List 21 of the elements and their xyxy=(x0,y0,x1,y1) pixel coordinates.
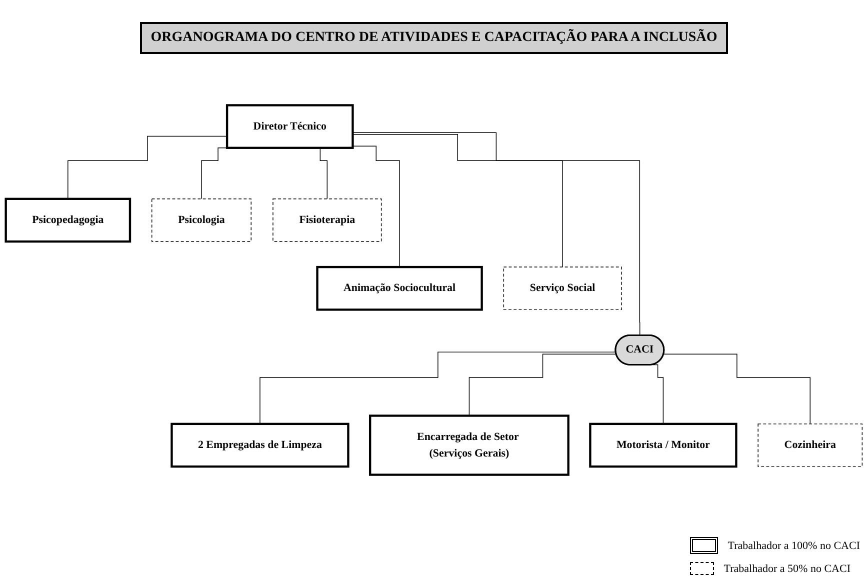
node-box: Motorista / Monitor xyxy=(589,422,738,468)
node-box: Diretor Técnico xyxy=(226,104,354,149)
node-box: Fisioterapia xyxy=(272,198,382,242)
connector xyxy=(260,352,616,424)
connector xyxy=(352,134,563,268)
connector xyxy=(68,136,228,200)
connector xyxy=(468,354,617,416)
node-box: Encarregada de Setor (Serviços Gerais) xyxy=(369,414,570,476)
node-box: Serviço Social xyxy=(503,266,622,310)
node-box: Psicopedagogia xyxy=(4,198,132,243)
node-box: Cozinheira xyxy=(758,424,863,467)
diagram-title: ORGANOGRAMA DO CENTRO DE ATIVIDADES E CAPACITAÇÃO PARA A INCLUSÃO xyxy=(140,22,728,54)
node-box: Psicologia xyxy=(151,198,252,242)
connector xyxy=(652,364,664,424)
node-box: 2 Empregadas de Limpeza xyxy=(170,422,350,468)
node-box: Animação Sociocultural xyxy=(316,266,483,311)
connector xyxy=(352,132,640,336)
connector xyxy=(352,146,400,268)
legend-text: Trabalhador a 50% no CACI xyxy=(724,562,850,574)
connector xyxy=(663,354,810,424)
legend-text: Trabalhador a 100% no CACI xyxy=(728,540,860,552)
